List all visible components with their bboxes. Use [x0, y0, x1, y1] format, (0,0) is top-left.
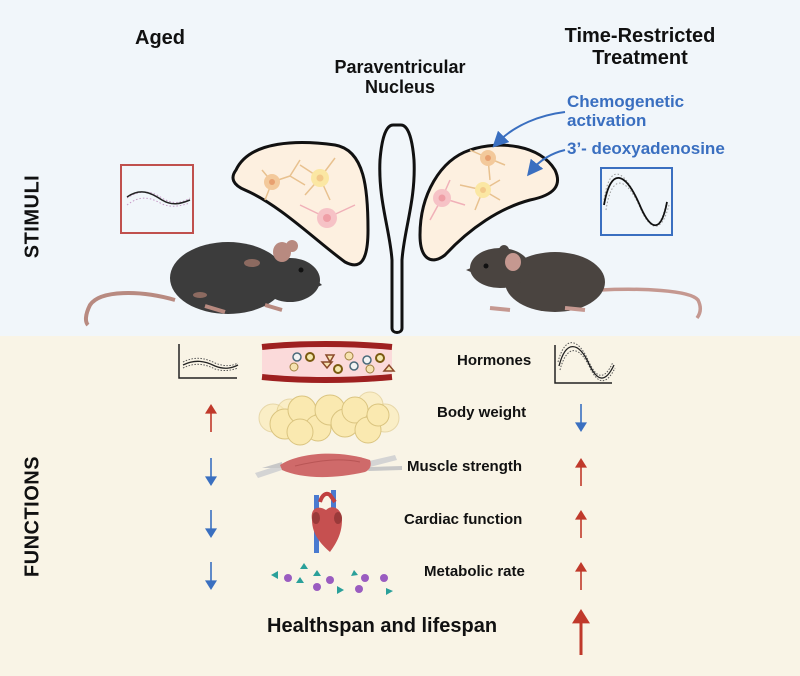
deoxyadenosine-arrow: [527, 149, 566, 177]
chemogenetic-line2: activation: [567, 110, 647, 130]
treated-rhythm-box: [600, 167, 673, 236]
neuron-pink-icon: [429, 179, 466, 221]
aged-down-arrow-icon: [205, 510, 217, 538]
aged-down-arrow-icon: [205, 458, 217, 486]
trt-title: Time-Restricted Treatment: [540, 25, 740, 69]
function-label-metabolic-rate: Metabolic rate: [424, 563, 525, 580]
aged-up-arrow-icon: [205, 404, 217, 432]
pvn-title: Paraventricular Nucleus: [290, 57, 510, 98]
chemogenetic-arrow: [492, 111, 566, 148]
outcome-up-arrow-icon: [572, 609, 590, 655]
neuron-orange-icon: [261, 159, 306, 201]
outcome-label: Healthspan and lifespan: [267, 615, 498, 637]
pvn-title-line2: Nucleus: [364, 76, 436, 97]
neuron-pink-icon: [299, 204, 356, 228]
heart-icon: [311, 490, 342, 553]
right-pvn-lobe: [418, 143, 560, 262]
neuron-orange-icon: [469, 149, 506, 181]
metabolites-icon: [271, 563, 393, 595]
neuron-yellow-icon: [459, 179, 501, 211]
treated-down-arrow-icon: [575, 404, 587, 432]
chemogenetic-line1: Chemogenetic: [567, 92, 685, 111]
muscle-icon: [255, 453, 402, 478]
treated-mouse-icon: [466, 245, 702, 320]
pvn-title-line1: Paraventricular: [334, 57, 466, 77]
treated-up-arrow-icon: [575, 458, 587, 486]
neuron-yellow-icon: [299, 157, 336, 201]
functions-panel: [0, 336, 800, 676]
treated-up-arrow-icon: [575, 562, 587, 590]
fat-cells-icon: [258, 391, 400, 446]
treated-hormone-rhythm-icon: [554, 342, 616, 384]
aged-hormone-rhythm-icon: [178, 344, 239, 379]
aged-title: Aged: [135, 27, 185, 49]
chemogenetic-label: Chemogenetic activation: [567, 92, 685, 130]
blood-vessel-icon: [261, 341, 396, 383]
function-label-cardiac-function: Cardiac function: [404, 511, 523, 528]
treated-up-arrow-icon: [575, 510, 587, 538]
left-pvn-lobe: [231, 141, 370, 267]
function-label-muscle-strength: Muscle strength: [407, 458, 523, 475]
third-ventricle: [378, 123, 416, 334]
aged-rhythm-box: [120, 164, 194, 234]
aged-down-arrow-icon: [205, 562, 217, 590]
function-label-hormones: Hormones: [457, 352, 532, 369]
trt-title-line2: Treatment: [592, 47, 688, 69]
deoxyadenosine-label: 3’- deoxyadenosine: [567, 139, 725, 158]
function-label-body-weight: Body weight: [437, 404, 527, 421]
aged-mouse-icon: [83, 240, 322, 327]
trt-title-line1: Time-Restricted: [564, 25, 716, 47]
